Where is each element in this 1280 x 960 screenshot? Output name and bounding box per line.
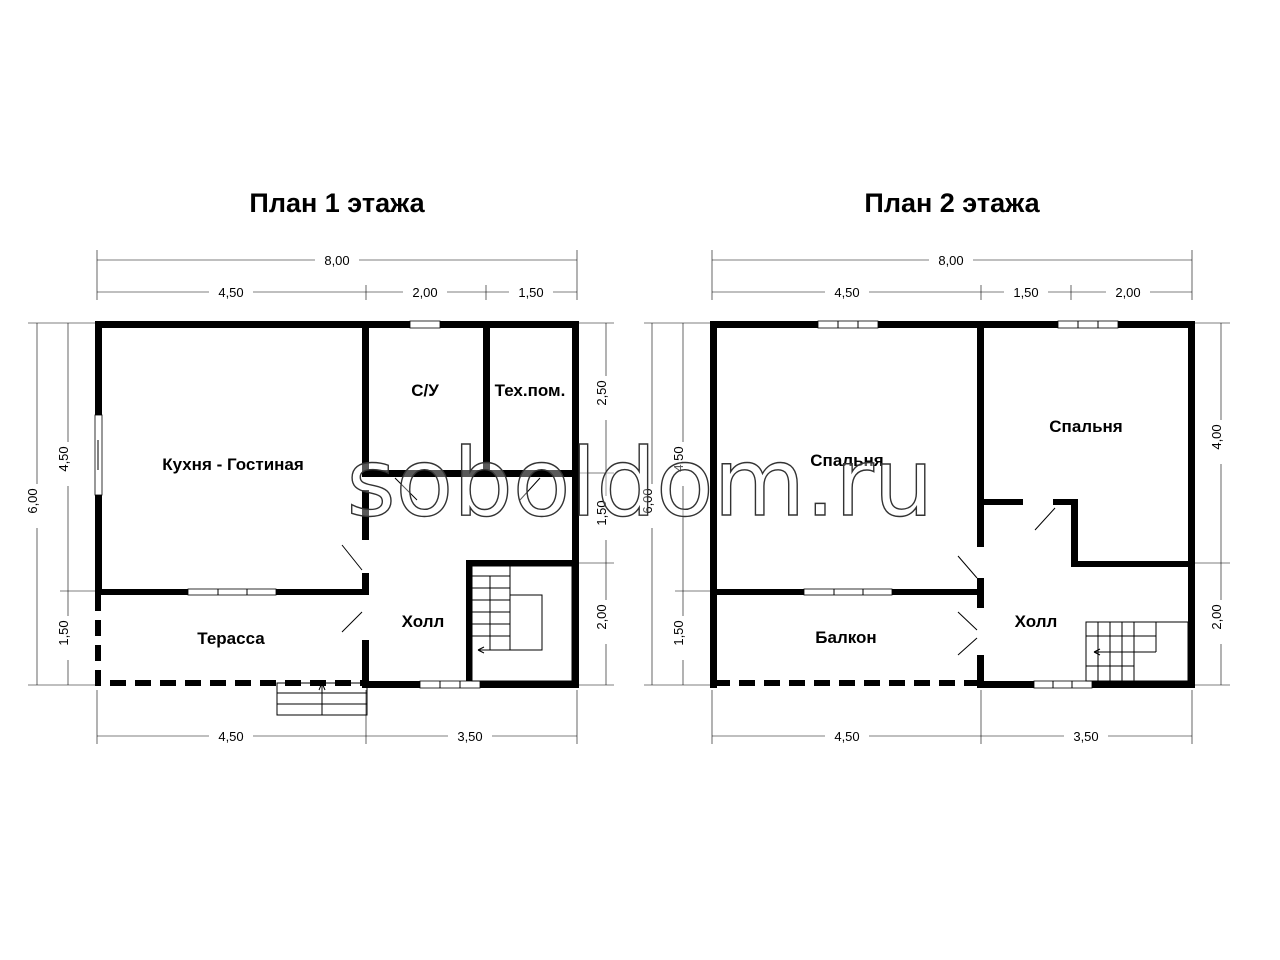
- plan-1-dim-left-2: 1,50: [56, 620, 71, 645]
- plan-1-dimensions-right: 2,50 1,50 2,00: [577, 322, 614, 686]
- room-label-kitchen-living: Кухня - Гостиная: [162, 455, 304, 474]
- room-label-terrace: Терасса: [197, 629, 265, 648]
- plan-1-doors: [341, 477, 541, 633]
- plan-1-dim-total-width: 8,00: [324, 253, 349, 268]
- plan-1-dim-total-height: 6,00: [25, 488, 40, 513]
- plan-2-dim-left-2: 1,50: [671, 620, 686, 645]
- room-label-bathroom: С/У: [411, 381, 439, 400]
- plan-2-title: План 2 этажа: [864, 188, 1040, 218]
- plan-1-dim-top-3: 1,50: [518, 285, 543, 300]
- room-label-bedroom-right: Спальня: [1049, 417, 1122, 436]
- plan-1-dimensions-top: 8,00 4,50 2,00 1,50: [96, 250, 578, 300]
- plan-2: План 2 этажа 8,00 4,50 1,50 2,00 4,50: [640, 188, 1230, 744]
- plan-2-stairs: [1085, 621, 1189, 682]
- plan-1-windows: [94, 320, 481, 689]
- plan-1-dim-left-1: 4,50: [56, 446, 71, 471]
- room-label-hall-1: Холл: [402, 612, 445, 631]
- plan-1-porch-steps: [276, 682, 368, 716]
- plan-1-dim-bottom-2: 3,50: [457, 729, 482, 744]
- room-label-hall-2: Холл: [1015, 612, 1058, 631]
- watermark: soboldom.ru: [347, 429, 934, 538]
- room-label-bedroom-left: Спальня: [810, 451, 883, 470]
- plan-2-windows: [803, 320, 1119, 689]
- plan-1-dimensions-left: 6,00 4,50 1,50: [25, 322, 97, 686]
- plan-1-dim-right-2: 1,50: [594, 500, 609, 525]
- room-label-balcony: Балкон: [815, 628, 876, 647]
- plan-2-dim-bottom-2: 3,50: [1073, 729, 1098, 744]
- plan-1-stairs: [471, 565, 573, 682]
- plan-1-dim-top-2: 2,00: [412, 285, 437, 300]
- plan-2-dim-top-2: 1,50: [1013, 285, 1038, 300]
- plan-1-terrace-outline: [95, 595, 366, 686]
- plan-2-dim-bottom-1: 4,50: [834, 729, 859, 744]
- plan-2-dim-total-width: 8,00: [938, 253, 963, 268]
- plan-2-dim-right-2: 2,00: [1209, 604, 1224, 629]
- plan-1-dim-bottom-1: 4,50: [218, 729, 243, 744]
- room-label-tech-room: Тех.пом.: [495, 381, 566, 400]
- plan-1: План 1 этажа 8,00 4,50 2,00 1,50 4,50: [25, 188, 614, 744]
- plan-2-dimensions-bottom: 4,50 3,50: [711, 690, 1193, 744]
- plan-2-doors: [957, 507, 1056, 656]
- plan-1-title: План 1 этажа: [249, 188, 425, 218]
- plan-1-dim-right-3: 2,00: [594, 604, 609, 629]
- plan-2-dim-right-1: 4,00: [1209, 424, 1224, 449]
- plan-1-dimensions-bottom: 4,50 3,50: [96, 690, 578, 744]
- plan-2-dim-top-1: 4,50: [834, 285, 859, 300]
- plan-2-dimensions-top: 8,00 4,50 1,50 2,00: [711, 250, 1193, 300]
- plan-1-dim-top-1: 4,50: [218, 285, 243, 300]
- plan-2-dim-left-1: 4,50: [671, 446, 686, 471]
- plan-1-dim-right-1: 2,50: [594, 380, 609, 405]
- plan-2-dimensions-left: 6,00 4,50 1,50: [640, 322, 712, 686]
- plan-2-dim-top-3: 2,00: [1115, 285, 1140, 300]
- plan-2-dim-total-height: 6,00: [640, 488, 655, 513]
- plan-2-dimensions-right: 4,00 2,00: [1192, 322, 1230, 686]
